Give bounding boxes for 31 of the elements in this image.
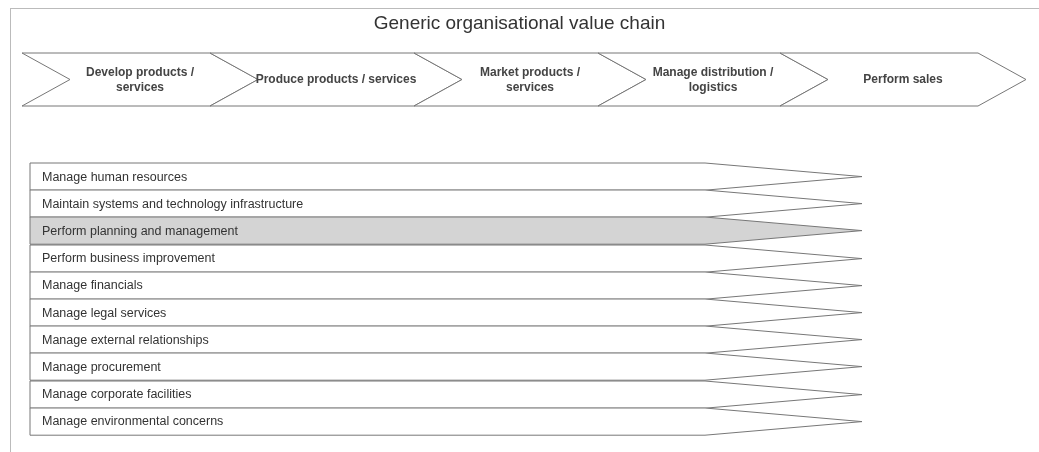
chevron-step bbox=[414, 53, 646, 106]
activity-label: Maintain systems and technology infrastructure bbox=[42, 195, 304, 213]
activity-label: Manage external relationships bbox=[42, 331, 209, 349]
activity-label: Manage procurement bbox=[42, 359, 161, 376]
chevron-step bbox=[598, 53, 828, 106]
step-label: Perform sales bbox=[862, 71, 944, 89]
chevron-step bbox=[780, 53, 1026, 106]
support-activity-bar bbox=[30, 353, 862, 381]
support-activity-bar bbox=[30, 244, 862, 272]
diagram-title: Generic organisational value chain bbox=[372, 12, 667, 34]
support-activity-bar bbox=[30, 407, 862, 435]
support-activity-bar bbox=[30, 299, 862, 327]
step-label: Manage distribution / logistics bbox=[651, 64, 775, 96]
activity-label: Perform planning and management bbox=[42, 223, 238, 240]
activity-label: Manage human resources bbox=[42, 168, 188, 186]
support-activity-bar bbox=[30, 163, 862, 191]
activity-label: Manage environmental concerns bbox=[42, 413, 224, 431]
step-label: Develop products / services bbox=[85, 64, 195, 96]
support-activity-bar bbox=[30, 271, 862, 299]
chevron-step bbox=[210, 53, 462, 106]
activity-label: Manage corporate facilities bbox=[42, 386, 192, 404]
activity-label: Perform business improvement bbox=[42, 250, 215, 268]
activity-label: Manage legal services bbox=[42, 304, 167, 322]
support-activity-bar bbox=[30, 217, 862, 245]
step-label: Produce products / services bbox=[254, 71, 418, 89]
chevron-step bbox=[22, 53, 258, 106]
support-activity-bar bbox=[30, 380, 862, 408]
step-label: Market products / services bbox=[479, 64, 581, 96]
support-activity-bar bbox=[30, 326, 862, 354]
support-activity-bar bbox=[30, 190, 862, 218]
activity-label: Manage financials bbox=[42, 277, 143, 295]
